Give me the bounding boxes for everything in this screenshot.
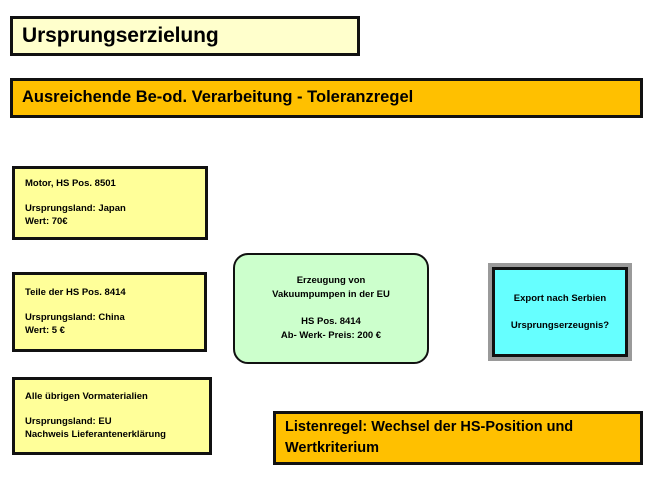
material-motor-line3: Wert: 70€: [25, 216, 68, 228]
page-title: Ursprungserzielung: [22, 23, 219, 47]
spacer: [25, 300, 194, 311]
list-rule-line1: Listenregel: Wechsel der HS-Position und: [285, 418, 574, 435]
slide-title-box: Ursprungserzielung: [10, 16, 360, 56]
material-teile-line2: Ursprungsland: China: [25, 311, 125, 323]
spacer: [25, 404, 199, 415]
production-line4: Ab- Werk- Preis: 200 €: [280, 329, 382, 341]
material-uebrige-line3: Nachweis Lieferantenerklärung: [25, 429, 166, 441]
section-header-label: Ausreichende Be-od. Verarbeitung - Toler…: [22, 88, 414, 107]
material-box-motor: Motor, HS Pos. 8501 Ursprungsland: Japan…: [12, 166, 208, 240]
list-rule-line2: Wertkriterium: [285, 440, 380, 456]
spacer: [25, 191, 195, 202]
material-teile-line1: Teile der HS Pos. 8414: [25, 287, 126, 299]
material-motor-line1: Motor, HS Pos. 8501: [25, 178, 116, 190]
production-line1: Erzeugung von: [296, 274, 366, 286]
material-box-uebrige-vormaterialien: Alle übrigen Vormaterialien Ursprungslan…: [12, 377, 212, 455]
material-uebrige-line2: Ursprungsland: EU: [25, 415, 112, 427]
production-line2: Vakuumpumpen in der EU: [272, 289, 390, 301]
material-teile-line3: Wert: 5 €: [25, 325, 65, 337]
export-box-frame: Export nach Serbien Ursprungserzeugnis?: [488, 263, 632, 361]
production-box: Erzeugung von Vakuumpumpen in der EU HS …: [233, 253, 429, 364]
list-rule-box: Listenregel: Wechsel der HS-Position und…: [273, 411, 643, 465]
export-line1: Export nach Serbien: [513, 293, 607, 305]
export-line2: Ursprungserzeugnis?: [510, 319, 610, 331]
material-uebrige-line1: Alle übrigen Vormaterialien: [25, 391, 148, 403]
section-header-box: Ausreichende Be-od. Verarbeitung - Toler…: [10, 78, 643, 118]
material-motor-line2: Ursprungsland: Japan: [25, 202, 126, 214]
production-line3: HS Pos. 8414: [301, 315, 361, 327]
export-box: Export nach Serbien Ursprungserzeugnis?: [492, 267, 628, 357]
material-box-teile: Teile der HS Pos. 8414 Ursprungsland: Ch…: [12, 272, 207, 352]
